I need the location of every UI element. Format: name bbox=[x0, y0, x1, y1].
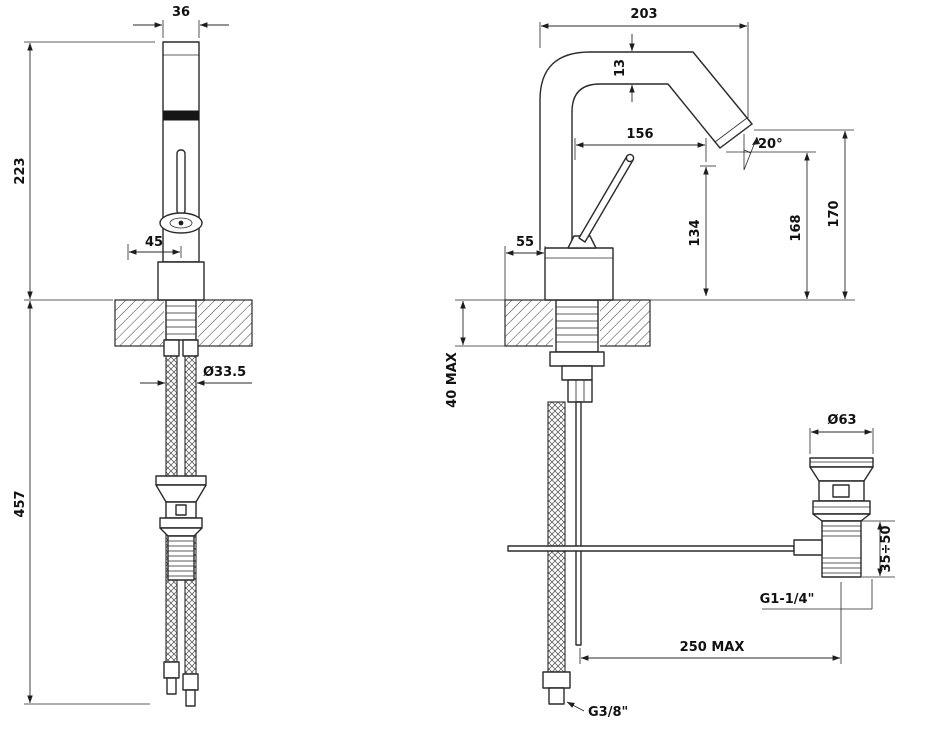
hose-end-fitting-left bbox=[163, 661, 180, 679]
dim-label-40max: 40 MAX bbox=[445, 352, 460, 408]
dim-flange-diameter: Ø63 bbox=[809, 413, 874, 454]
undercounter-side bbox=[507, 299, 795, 705]
spout-outer-edge bbox=[539, 51, 753, 251]
dim-label-13: 13 bbox=[613, 59, 628, 77]
dim-tip-height: 170 bbox=[754, 129, 854, 300]
faucet-base-front bbox=[157, 261, 205, 301]
dim-label-g38: G3/8" bbox=[588, 705, 628, 720]
dim-aerator-height: 168 bbox=[726, 151, 816, 300]
dim-hole-diameter: Ø33.5 bbox=[140, 365, 252, 390]
spout-outlet-face bbox=[719, 123, 753, 149]
dim-outlet-height: 134 bbox=[688, 165, 716, 297]
aerator-line bbox=[714, 117, 748, 143]
hose-nut-right bbox=[182, 339, 199, 357]
dim-label-3550: 35÷50 bbox=[879, 525, 894, 572]
popup-rod-horizontal bbox=[507, 545, 795, 552]
waste-flange bbox=[809, 457, 874, 468]
shank-nut-side bbox=[549, 351, 605, 367]
hose-end-fitting-right bbox=[182, 673, 199, 691]
dim-total-projection: 203 bbox=[539, 7, 749, 118]
side-view: 203 13 156 20° 134 bbox=[445, 7, 855, 720]
faucet-front bbox=[157, 41, 205, 301]
dim-hose-thread: G3/8" bbox=[566, 701, 628, 720]
waste-lever-port bbox=[793, 539, 823, 556]
waste-body bbox=[793, 457, 874, 578]
dim-spout-width: 36 bbox=[133, 5, 229, 38]
waste-front-tail bbox=[167, 535, 195, 581]
dim-label-134: 134 bbox=[688, 219, 703, 246]
braided-hose-side bbox=[547, 401, 566, 673]
waste-detail: Ø63 35÷50 G1-1/4" bbox=[760, 413, 895, 610]
dim-height-above-deck: 223 bbox=[13, 41, 155, 301]
dim-spout-angle: 20° bbox=[743, 134, 783, 171]
popup-pull-rod-vertical bbox=[575, 401, 582, 646]
dim-label-36: 36 bbox=[172, 5, 190, 20]
dim-label-hole-diameter: Ø33.5 bbox=[203, 365, 246, 380]
dim-rod-reach: 250 MAX bbox=[579, 582, 842, 664]
counter-side bbox=[455, 299, 855, 347]
dim-label-203: 203 bbox=[630, 7, 657, 22]
dim-label-45: 45 bbox=[145, 235, 163, 250]
dim-label-g114: G1-1/4" bbox=[760, 592, 815, 607]
hose-end-nipple-left bbox=[166, 677, 177, 695]
dim-label-20deg: 20° bbox=[758, 137, 783, 152]
dim-height-below-deck: 457 bbox=[13, 300, 150, 705]
dim-label-223: 223 bbox=[13, 157, 28, 184]
waste-threaded-tail bbox=[821, 520, 862, 578]
dim-label-250max: 250 MAX bbox=[680, 640, 745, 655]
lever-front bbox=[176, 149, 186, 215]
dim-spout-reach: 156 bbox=[574, 127, 707, 162]
hose-end-fitting-side bbox=[542, 671, 571, 689]
dim-label-170: 170 bbox=[827, 200, 842, 227]
dim-body-offset: 55 bbox=[504, 235, 546, 300]
waste-front bbox=[155, 475, 207, 581]
dim-label-156: 156 bbox=[626, 127, 653, 142]
rod-guide-block bbox=[567, 379, 593, 403]
dim-adjust-range: 35÷50 bbox=[862, 520, 895, 578]
shank-threads bbox=[166, 305, 196, 335]
waste-front-slot bbox=[175, 504, 187, 516]
angle-arrow bbox=[752, 137, 760, 145]
dim-deck-thickness: 40 MAX bbox=[445, 300, 505, 408]
dim-handle-offset: 45 bbox=[127, 235, 182, 260]
spout-inner-edge bbox=[571, 83, 721, 251]
dim-label-d63: Ø63 bbox=[827, 413, 856, 428]
hose-end-nipple-side bbox=[548, 687, 565, 705]
dim-label-168: 168 bbox=[789, 214, 804, 241]
threaded-shank-side bbox=[555, 299, 599, 353]
hose-nut-left bbox=[163, 339, 180, 357]
lever-side bbox=[578, 155, 634, 243]
lever-neck bbox=[567, 235, 597, 249]
waste-lower-flange bbox=[812, 500, 871, 515]
dim-spout-tube: 13 bbox=[613, 34, 635, 102]
front-view: 36 223 45 Ø33.5 457 bbox=[13, 5, 253, 707]
spout-outlet-band bbox=[163, 110, 199, 121]
dim-label-457: 457 bbox=[13, 490, 28, 517]
faucet-side bbox=[539, 51, 753, 301]
dim-waste-thread: G1-1/4" bbox=[760, 579, 873, 610]
waste-slot bbox=[832, 484, 850, 498]
dim-label-55: 55 bbox=[516, 235, 534, 250]
mixer-body-side bbox=[544, 247, 614, 301]
hose-end-nipple-right bbox=[185, 689, 196, 707]
